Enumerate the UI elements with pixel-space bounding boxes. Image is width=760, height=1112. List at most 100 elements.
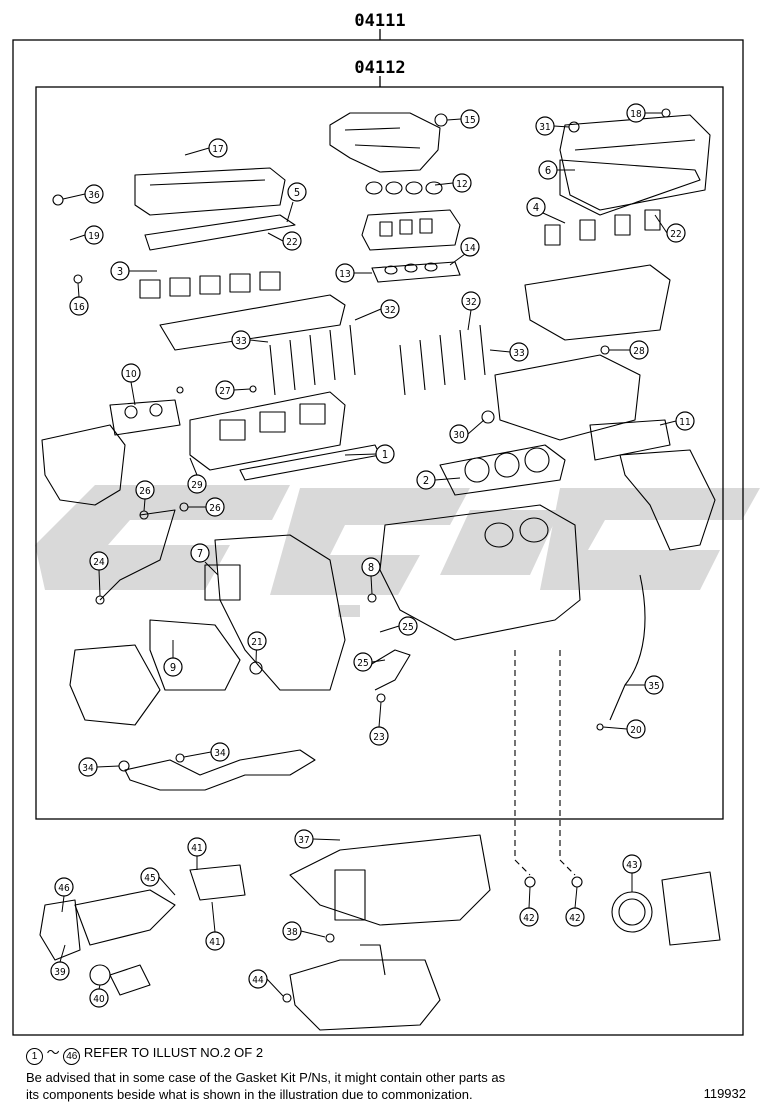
callout-number: 18 — [630, 109, 642, 120]
callout-circle — [509, 342, 529, 362]
callout-circle — [565, 907, 585, 927]
oil-pan-upper-part — [289, 834, 491, 926]
water-inlet-housing-part — [204, 564, 241, 601]
callout-circle — [353, 652, 373, 672]
cylinder-block-part — [379, 504, 581, 641]
exhaust-pipe-part — [124, 749, 316, 791]
water-outlet-pipe-part — [74, 889, 176, 946]
head-cover-gasket-left-part — [144, 214, 296, 251]
callout-number: 41 — [191, 843, 202, 854]
callout-16: 16 — [69, 296, 89, 316]
callout-number: 44 — [252, 975, 264, 986]
callout-circle — [135, 480, 155, 500]
callout-number: 23 — [373, 732, 384, 743]
callout-circle — [361, 557, 381, 577]
callout-number: 7 — [197, 547, 203, 560]
callout-circle — [121, 363, 141, 383]
callout-22: 22 — [282, 231, 302, 251]
callout-circle — [398, 616, 418, 636]
callout-number: 21 — [251, 637, 262, 648]
callout-32: 32 — [461, 291, 481, 311]
callout-circle — [535, 116, 555, 136]
callout-29: 29 — [187, 474, 207, 494]
callout-6: 6 — [538, 160, 558, 180]
kit-frames — [12, 29, 744, 1036]
callout-number: 22 — [286, 237, 297, 248]
callout-25: 25 — [353, 652, 373, 672]
callout-circle — [622, 854, 642, 874]
callout-13: 13 — [335, 263, 355, 283]
exhaust-manifold-left-part — [41, 424, 126, 506]
oil-level-gauge-part — [609, 574, 646, 721]
callout-number: 31 — [539, 122, 550, 133]
exhaust-gasket-left-part — [109, 399, 181, 436]
head-gasket-right-part — [439, 444, 566, 496]
radiator-hose-part — [109, 964, 151, 996]
callout-8: 8 — [361, 557, 381, 577]
callout-number: 45 — [144, 873, 155, 884]
callout-circle — [416, 470, 436, 490]
callout-number: 42 — [569, 913, 580, 924]
callout-number: 29 — [191, 480, 203, 491]
callout-45: 45 — [140, 867, 160, 887]
callout-number: 11 — [679, 417, 690, 428]
callout-circle — [163, 657, 183, 677]
callout-46: 46 — [54, 877, 74, 897]
callout-number: 39 — [54, 967, 66, 978]
ref-to-marker: 46 — [63, 1048, 81, 1065]
callout-circle — [666, 223, 686, 243]
callout-circle — [208, 138, 228, 158]
parts-drawing — [39, 108, 721, 1031]
exhaust-manifold-right-part — [619, 449, 716, 551]
callout-37: 37 — [294, 829, 314, 849]
callout-number: 15 — [464, 115, 475, 126]
callout-circle — [205, 931, 225, 951]
cylinder-head-left-part — [189, 391, 346, 471]
camshaft-housing-left-part — [159, 294, 346, 351]
callout-41: 41 — [205, 931, 225, 951]
callout-42: 42 — [565, 907, 585, 927]
callout-30: 30 — [449, 424, 469, 444]
callout-14: 14 — [460, 237, 480, 257]
callout-circle — [89, 988, 109, 1008]
callout-number: 26 — [139, 486, 151, 497]
thermostat-gasket-part — [89, 964, 111, 986]
callout-circle — [84, 225, 104, 245]
cylinder-head-right-part — [494, 354, 641, 441]
callout-number: 1 — [382, 448, 388, 461]
plenum-gasket-part — [365, 181, 443, 195]
callout-circle — [335, 263, 355, 283]
callout-circle — [282, 921, 302, 941]
callout-number: 17 — [212, 144, 223, 155]
camshaft-housing-right-part — [524, 264, 671, 341]
callout-number: 37 — [298, 835, 309, 846]
ref-text: REFER TO ILLUST NO.2 OF 2 — [83, 1045, 264, 1060]
callout-17: 17 — [208, 138, 228, 158]
inner-kit-code: 04112 — [354, 58, 405, 78]
spark-plug-tube-gaskets-right — [544, 209, 661, 246]
callout-number: 26 — [209, 503, 221, 514]
callout-number: 20 — [630, 725, 642, 736]
water-bypass-pipe-part — [99, 509, 176, 601]
callout-number: 24 — [93, 557, 105, 568]
callout-12: 12 — [452, 173, 472, 193]
callout-35: 35 — [644, 675, 664, 695]
callout-32: 32 — [380, 299, 400, 319]
callout-circle — [369, 726, 389, 746]
callout-circle — [626, 103, 646, 123]
callout-number: 41 — [209, 937, 220, 948]
callout-circle — [187, 474, 207, 494]
callout-number: 14 — [464, 243, 476, 254]
callout-number: 38 — [286, 927, 298, 938]
callout-number: 42 — [523, 913, 534, 924]
callout-number: 46 — [58, 883, 70, 894]
callout-number: 30 — [453, 430, 465, 441]
callout-number: 25 — [402, 622, 413, 633]
callout-number: 12 — [456, 179, 467, 190]
callout-number: 35 — [648, 681, 659, 692]
callout-number: 33 — [513, 348, 524, 359]
callout-number: 8 — [368, 561, 374, 574]
callout-number: 3 — [117, 265, 123, 278]
callout-number: 27 — [219, 386, 230, 397]
